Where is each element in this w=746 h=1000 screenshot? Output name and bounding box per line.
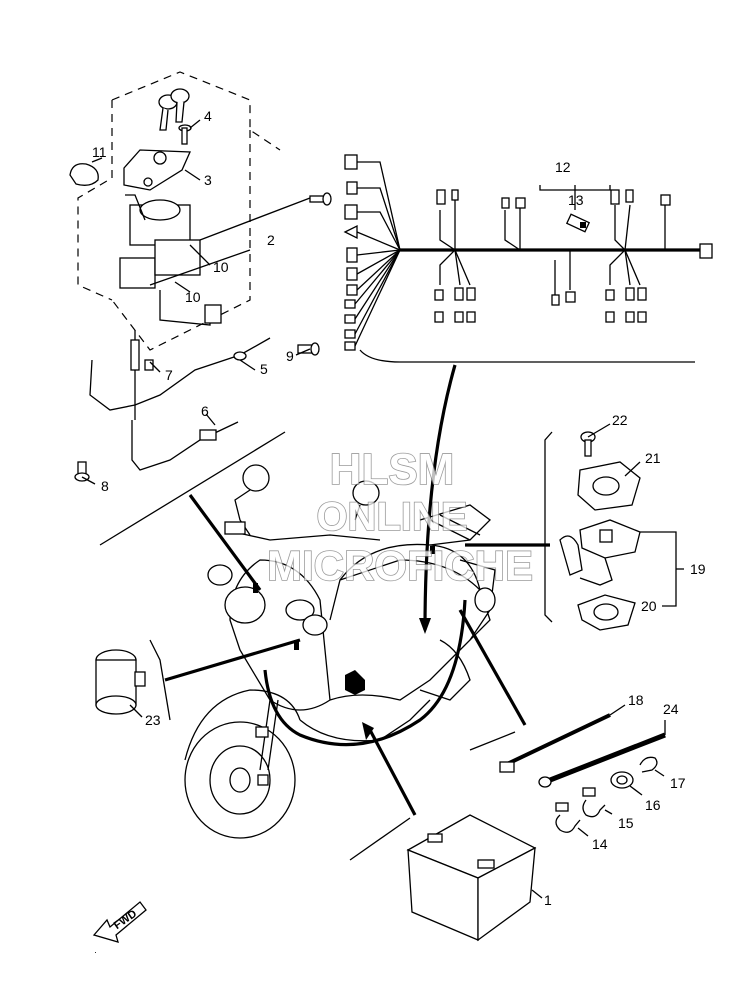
callout-20: 20 xyxy=(641,598,657,614)
callout-6: 6 xyxy=(201,403,209,419)
plate-20-icon xyxy=(577,594,636,631)
callout-5: 5 xyxy=(260,361,268,377)
callout-numbers: 1 2 3 4 5 6 7 8 9 10 10 11 12 13 14 15 1… xyxy=(92,108,706,908)
svg-text:·: · xyxy=(94,947,97,957)
callout-22: 22 xyxy=(612,412,628,428)
bolt-9-icon xyxy=(297,342,320,356)
callout-8: 8 xyxy=(101,478,109,494)
bolt-8-icon xyxy=(74,461,90,482)
callout-7: 7 xyxy=(165,367,173,383)
callout-23: 23 xyxy=(145,712,161,728)
dashed-group-box-3 xyxy=(111,240,251,351)
main-switch-icon xyxy=(119,194,222,326)
callout-10-upper: 10 xyxy=(213,259,229,275)
fuel-sender-group xyxy=(544,423,684,631)
callout-19: 19 xyxy=(690,561,706,577)
watermark-line-1: HLSM xyxy=(330,445,455,494)
gasket-21-icon xyxy=(577,461,641,511)
cable-tie-24-icon xyxy=(538,720,666,788)
clamp-16-icon xyxy=(610,771,643,796)
callout-21: 21 xyxy=(645,450,661,466)
cap-icon xyxy=(69,163,99,186)
fuel-sender-bracket xyxy=(544,431,553,623)
callout-11: 11 xyxy=(92,144,107,160)
battery-icon xyxy=(349,814,543,942)
clamp-14-icon xyxy=(555,802,589,837)
callout-2: 2 xyxy=(267,232,275,248)
relay-23-icon xyxy=(95,639,171,721)
screw-2-icon xyxy=(309,192,332,206)
motorcycle-illustration xyxy=(184,464,496,839)
callout-1: 1 xyxy=(544,892,552,908)
cable-6-icon xyxy=(89,359,239,471)
small-connectors xyxy=(434,189,671,323)
bolt-22-icon xyxy=(580,431,596,457)
dashed-group-box-2 xyxy=(77,100,113,301)
dashed-group-box xyxy=(111,71,281,151)
callout-16: 16 xyxy=(645,797,661,813)
fuse-icon xyxy=(565,213,591,233)
harness-section-bracket xyxy=(359,349,695,363)
cable-5-icon xyxy=(130,330,271,420)
clip-17-icon xyxy=(639,756,665,777)
connection-arrows xyxy=(164,364,550,816)
fwd-arrow-icon: FWD xyxy=(92,901,147,943)
callout-12: 12 xyxy=(555,159,571,175)
watermark-line-2: ONLINE xyxy=(316,495,467,539)
harness-connectors xyxy=(343,154,713,351)
callout-9: 9 xyxy=(286,348,294,364)
watermark: HLSM ONLINE MICROFICHE xyxy=(266,444,534,590)
cable-tie-18-icon xyxy=(499,704,626,773)
switch-cover-icon xyxy=(123,149,191,191)
callout-18: 18 xyxy=(628,692,644,708)
cable-ties-group xyxy=(469,704,666,837)
main-switch-assembly xyxy=(69,71,332,546)
callout-3: 3 xyxy=(204,172,212,188)
key-icon xyxy=(158,88,190,131)
harness-wires xyxy=(354,161,666,347)
clamp-15-icon xyxy=(582,787,613,818)
watermark-line-3: MICROFICHE xyxy=(267,542,533,589)
wire-harness-diagram xyxy=(343,154,713,363)
callout-17: 17 xyxy=(670,775,686,791)
callout-15: 15 xyxy=(618,815,634,831)
callout-10-lower: 10 xyxy=(185,289,201,305)
callout-4: 4 xyxy=(204,108,212,124)
bolt-7-icon xyxy=(144,359,154,371)
screw-icon xyxy=(178,124,192,145)
callout-13: 13 xyxy=(568,192,584,208)
callout-24: 24 xyxy=(663,701,679,717)
callout-14: 14 xyxy=(592,836,608,852)
sender-unit-icon xyxy=(559,519,641,586)
